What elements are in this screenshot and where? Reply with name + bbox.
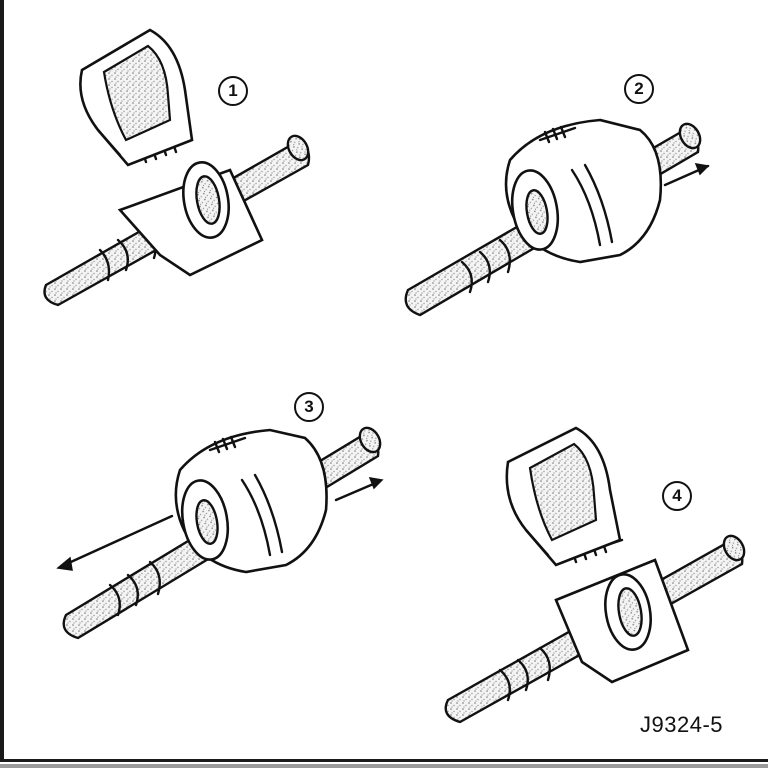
step-number-badge: 1 xyxy=(218,76,248,106)
step-number-badge: 2 xyxy=(624,74,654,104)
step-number-badge: 3 xyxy=(294,392,324,422)
step-3-illustration xyxy=(56,426,384,640)
step-number-badge: 4 xyxy=(662,481,692,511)
frame-border-left xyxy=(0,0,4,760)
figure-id-label: J9324-5 xyxy=(640,712,724,737)
step-2-illustration xyxy=(404,118,710,317)
frame-border-bottom xyxy=(0,759,768,762)
frame-shadow-bottom xyxy=(0,764,768,768)
step-4-illustration xyxy=(444,426,746,724)
step-1-illustration xyxy=(43,28,311,307)
